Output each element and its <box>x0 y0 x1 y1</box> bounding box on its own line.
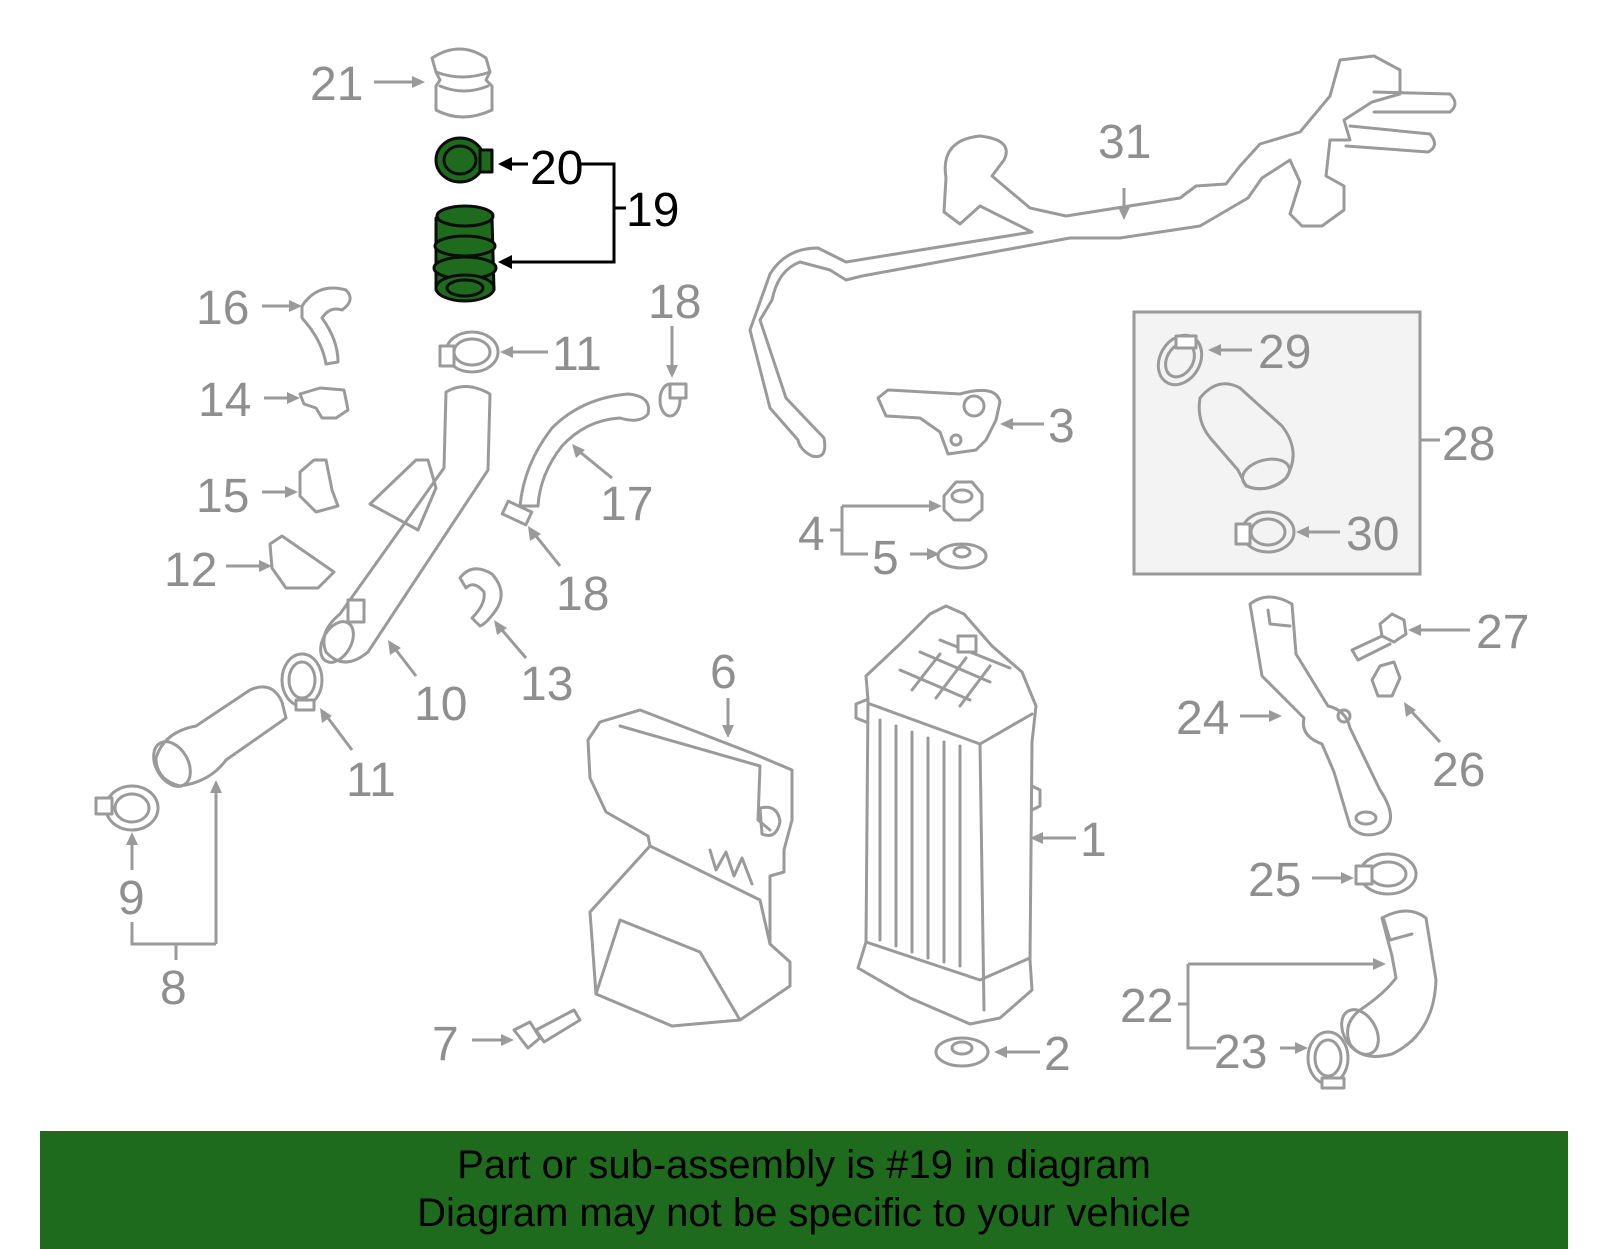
part-29-clamp[interactable] <box>1150 327 1252 392</box>
part-20-clamp[interactable] <box>434 136 528 184</box>
callout-30[interactable]: 30 <box>1346 508 1399 561</box>
part-27-bolt[interactable] <box>1350 612 1470 662</box>
callout-23[interactable]: 23 <box>1214 1026 1267 1079</box>
banner-line-disclaimer: Diagram may not be specific to your vehi… <box>417 1191 1191 1235</box>
callout-18-upper[interactable]: 18 <box>648 276 701 329</box>
part-14-bracket[interactable] <box>264 386 350 420</box>
part-8-hose[interactable] <box>146 685 288 944</box>
callout-16[interactable]: 16 <box>196 282 249 335</box>
callout-27[interactable]: 27 <box>1476 606 1529 659</box>
callout-31[interactable]: 31 <box>1098 116 1151 169</box>
part-4-mount[interactable] <box>842 480 984 522</box>
part-17-hose[interactable] <box>518 392 651 508</box>
banner-line-part: Part or sub-assembly is #19 in diagram <box>457 1143 1151 1187</box>
part-6-housing[interactable] <box>586 698 794 1028</box>
part-31-pipe[interactable] <box>748 54 1457 459</box>
callout-7[interactable]: 7 <box>432 1018 459 1071</box>
callout-3[interactable]: 3 <box>1048 400 1075 453</box>
part-1-intercooler[interactable] <box>854 604 1076 1026</box>
part-22-hose[interactable] <box>1188 909 1438 1061</box>
callout-1[interactable]: 1 <box>1080 814 1107 867</box>
callout-15[interactable]: 15 <box>196 470 249 523</box>
callout-29[interactable]: 29 <box>1258 326 1311 379</box>
part-11-clamp-lower[interactable] <box>280 652 354 751</box>
part-18-clip-lower[interactable] <box>500 499 562 567</box>
callout-5[interactable]: 5 <box>872 532 899 585</box>
callout-28[interactable]: 28 <box>1442 418 1495 471</box>
part-13-hose[interactable] <box>458 567 528 659</box>
callout-22[interactable]: 22 <box>1120 980 1173 1033</box>
part-26-clip[interactable] <box>1370 660 1442 744</box>
callout-2[interactable]: 2 <box>1044 1028 1071 1081</box>
part-3-bracket[interactable] <box>876 388 1044 456</box>
part-24-pipe[interactable] <box>1240 595 1392 837</box>
part-2-grommet[interactable] <box>934 1036 1040 1068</box>
callout-13[interactable]: 13 <box>520 658 573 711</box>
callout-6[interactable]: 6 <box>710 646 737 699</box>
part-11-clamp-upper[interactable] <box>438 330 548 374</box>
callout-18-lower[interactable]: 18 <box>556 568 609 621</box>
callout-9[interactable]: 9 <box>118 872 145 925</box>
part-9-clamp[interactable] <box>94 784 160 870</box>
part-19-hose[interactable] <box>432 162 626 303</box>
callout-11-upper[interactable]: 11 <box>552 328 602 381</box>
callout-17[interactable]: 17 <box>600 478 653 531</box>
callout-21[interactable]: 21 <box>310 58 363 111</box>
info-banner: Part or sub-assembly is #19 in diagram D… <box>40 1131 1568 1249</box>
callout-25[interactable]: 25 <box>1248 854 1301 907</box>
part-7-bolt[interactable] <box>472 1008 582 1050</box>
callout-11-lower[interactable]: 11 <box>346 754 396 807</box>
callout-19[interactable]: 19 <box>626 184 679 237</box>
callout-24[interactable]: 24 <box>1176 692 1229 745</box>
callout-12[interactable]: 12 <box>164 544 217 597</box>
callout-20[interactable]: 20 <box>530 142 583 195</box>
part-28-kit[interactable] <box>1132 310 1440 576</box>
part-25-clamp[interactable] <box>1312 852 1418 896</box>
part-12-shield[interactable] <box>226 534 336 590</box>
callout-4[interactable]: 4 <box>798 508 825 561</box>
part-30-clamp[interactable] <box>1234 510 1340 554</box>
part-28-hose[interactable] <box>1197 382 1295 494</box>
callout-8[interactable]: 8 <box>160 962 187 1015</box>
part-15-bracket[interactable] <box>262 458 340 514</box>
part-21-cap[interactable] <box>374 47 494 119</box>
part-23-clamp[interactable] <box>1280 1030 1350 1090</box>
callout-14[interactable]: 14 <box>198 374 251 427</box>
part-5-grommet[interactable] <box>910 542 988 570</box>
callout-10[interactable]: 10 <box>414 678 467 731</box>
part-10-pipe[interactable] <box>314 385 492 677</box>
part-16-hose[interactable] <box>262 286 352 366</box>
callout-26[interactable]: 26 <box>1432 744 1485 797</box>
part-18-clip-upper[interactable] <box>658 326 688 418</box>
